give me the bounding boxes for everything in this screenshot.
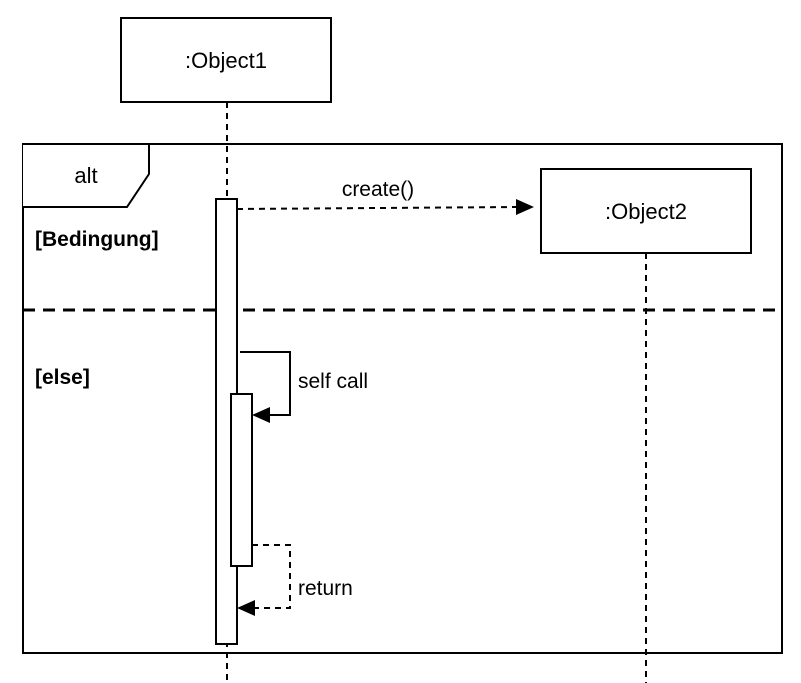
lifeline-object1-head <box>120 17 332 103</box>
create-message-line <box>236 206 519 210</box>
activation-bar-self-call <box>230 393 253 567</box>
alt-fragment-tab <box>23 143 150 208</box>
lifeline-object1-label: :Object1 <box>185 48 267 73</box>
create-message-label: create() <box>342 178 414 201</box>
return-message-line <box>252 544 291 609</box>
guard-else: [else] <box>35 366 90 389</box>
return-arrowhead <box>237 600 255 616</box>
return-label: return <box>298 577 353 600</box>
alt-operator-label: alt <box>74 163 97 188</box>
lifeline-object2-head <box>540 168 752 254</box>
guard-bedingung: [Bedingung] <box>35 228 159 251</box>
lifeline-object2-label: :Object2 <box>605 199 687 224</box>
self-call-arrowhead <box>252 407 270 423</box>
self-call-message-line <box>240 351 291 416</box>
self-call-label: self call <box>298 370 368 393</box>
alt-fragment-frame <box>22 143 783 654</box>
create-message-arrowhead <box>516 199 534 215</box>
